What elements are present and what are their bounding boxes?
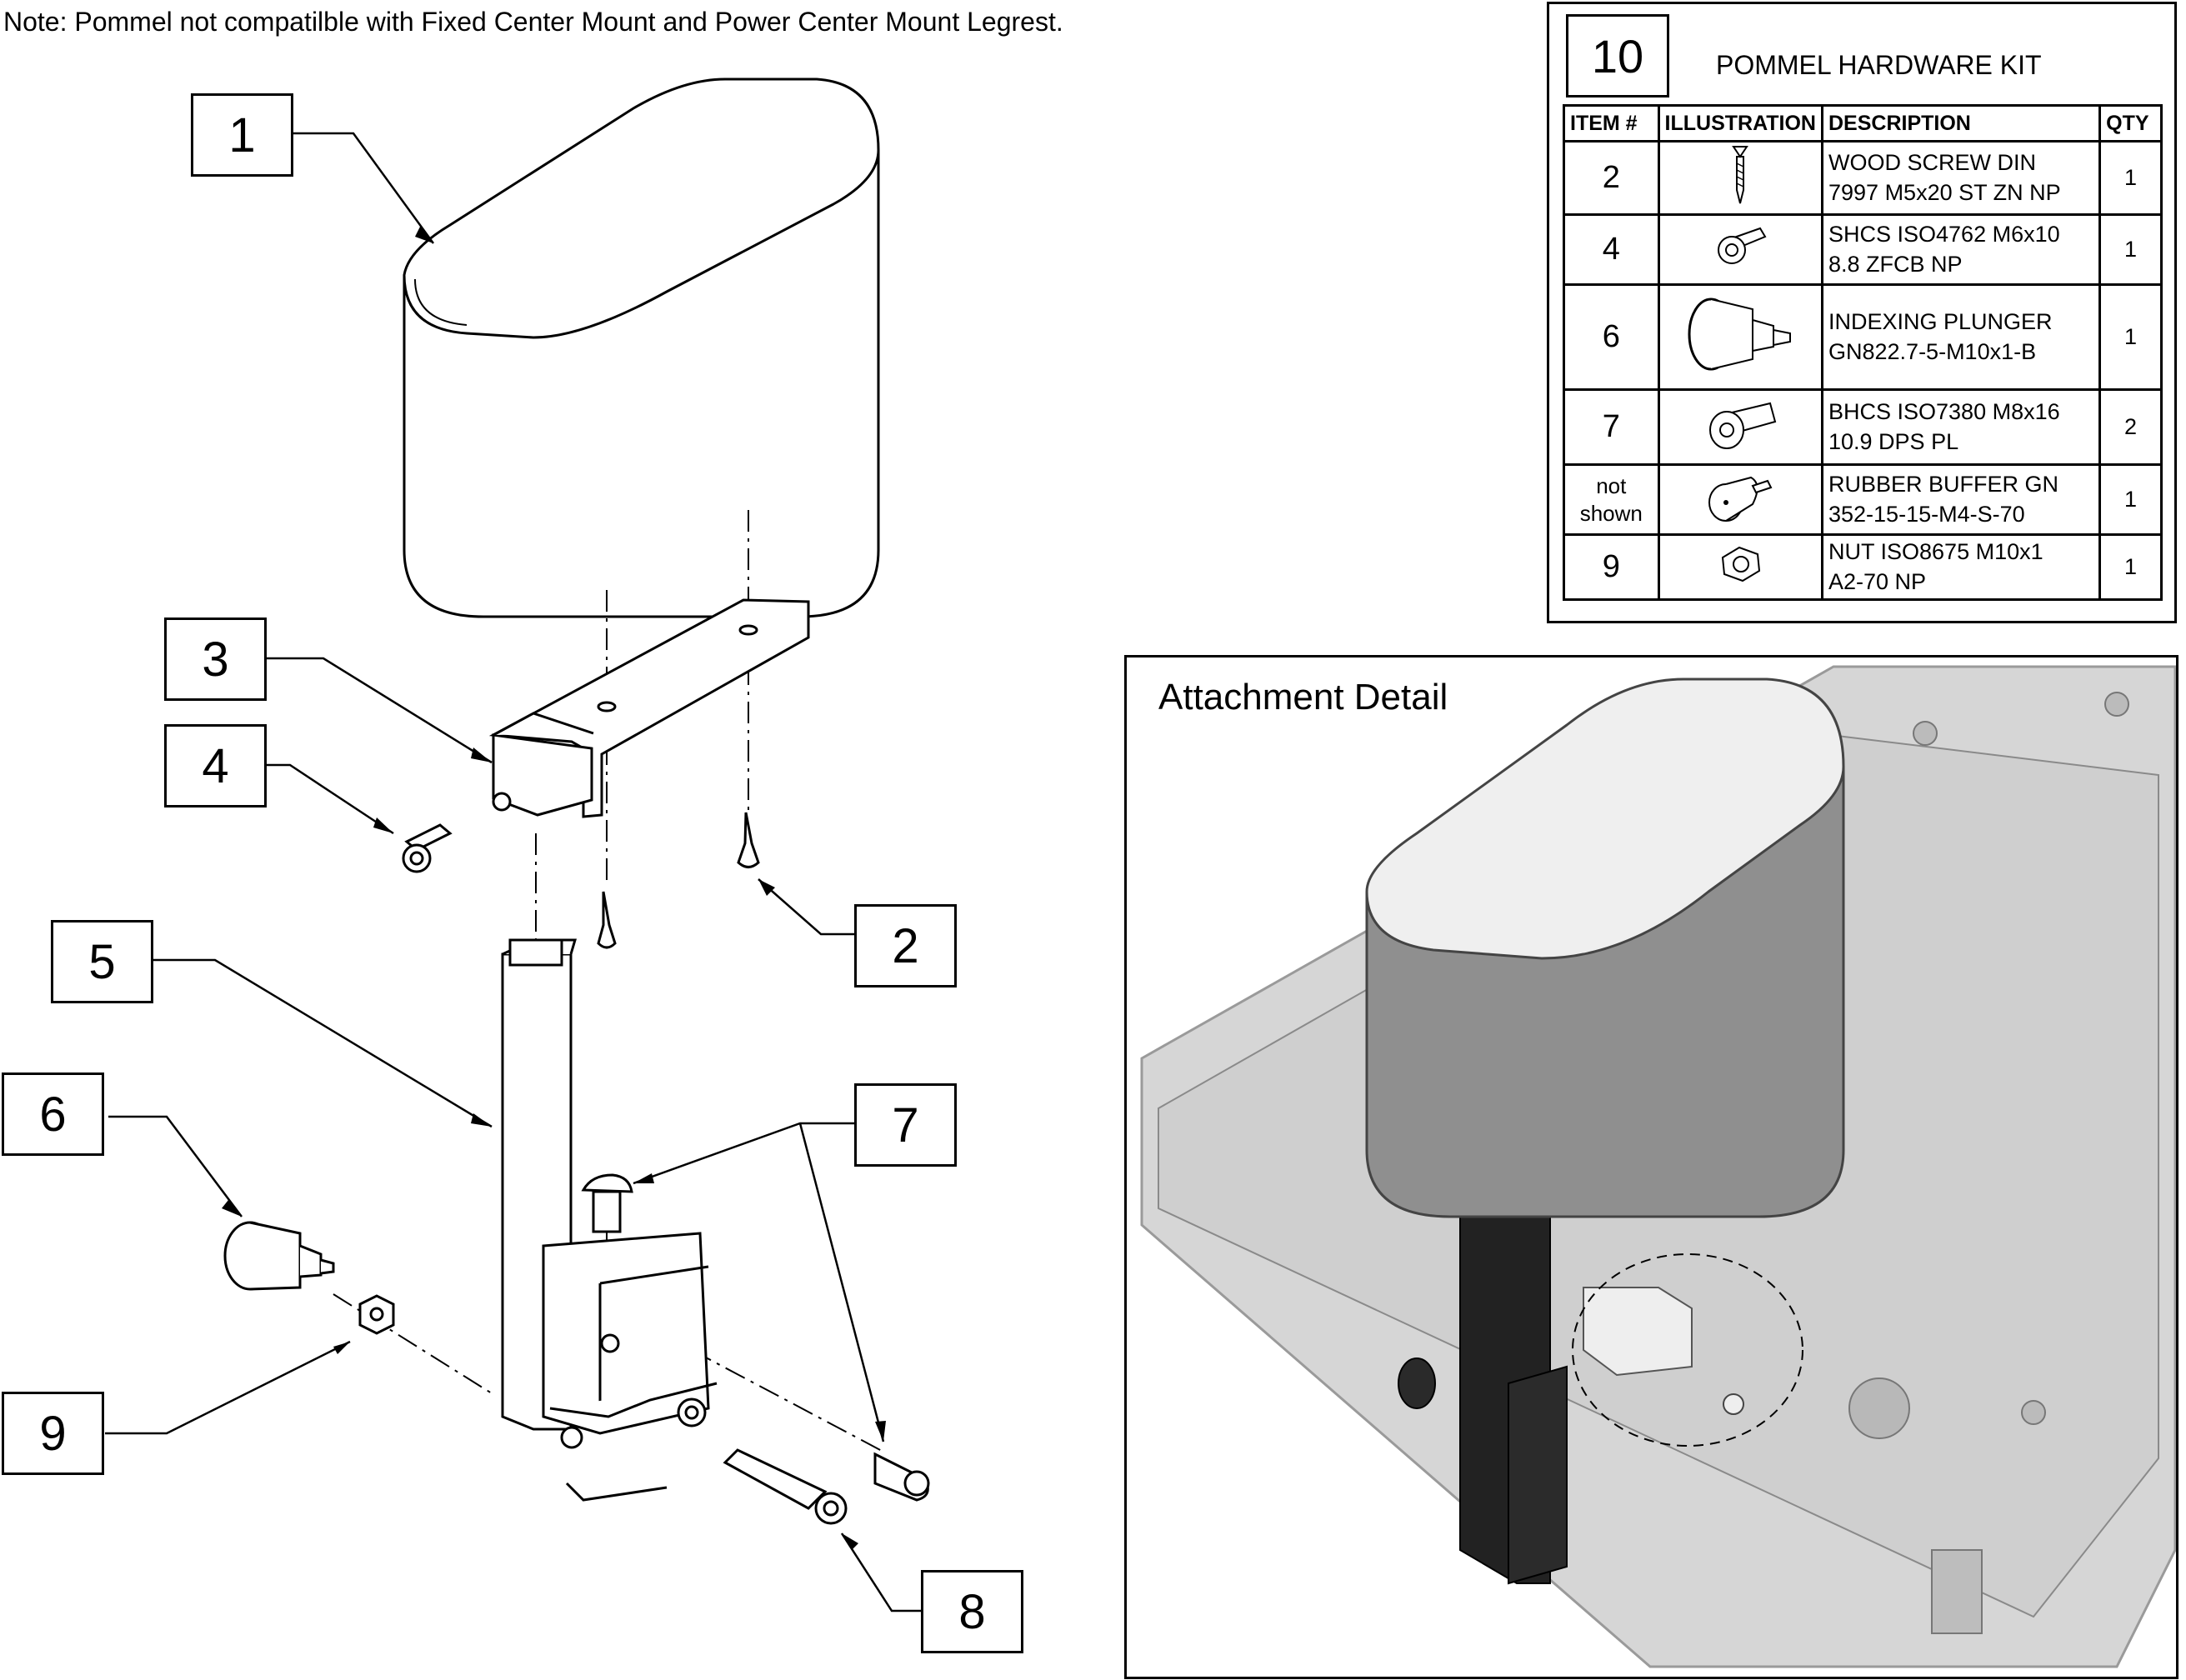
shcs-screw [402,823,453,873]
callout-5: 5 [51,920,153,1003]
callout-9: 9 [2,1392,104,1475]
attachment-detail-artwork [1140,665,2177,1668]
bhcs-icon [1657,388,1824,466]
callout-2: 2 [854,904,957,988]
header-item: ITEM # [1563,104,1660,142]
legrest-post [501,938,718,1502]
rubber-buffer-icon [1657,463,1824,536]
callout-7: 7 [854,1083,957,1167]
callout-6: 6 [2,1072,104,1156]
pommel-bracket [488,598,810,818]
hardware-kit-panel: 10 POMMEL HARDWARE KIT ITEM # ILLUSTRATI… [1547,2,2177,623]
hardware-kit-table: ITEM # ILLUSTRATION DESCRIPTION QTY 2 WO… [1563,104,2163,601]
callout-1: 1 [191,93,293,177]
callout-3: 3 [164,618,267,701]
qty-cell: 1 [2098,140,2163,216]
kit-table-header: ITEM # ILLUSTRATION DESCRIPTION QTY [1563,104,2163,142]
qty-cell: 2 [2098,388,2163,466]
nut-icon [1657,533,1824,601]
item-number: 4 [1563,213,1660,286]
kit-callout-number: 10 [1566,14,1669,98]
header-qty: QTY [2098,104,2163,142]
shcs-icon [1657,213,1824,286]
qty-cell: 1 [2098,533,2163,601]
attachment-detail-frame [1124,655,2178,1679]
indexing-plunger [223,1221,335,1291]
item-number: 6 [1563,283,1660,391]
kit-title: POMMEL HARDWARE KIT [1716,50,2042,80]
jam-nut [358,1294,395,1335]
qty-cell: 1 [2098,463,2163,536]
wood-screw-icon [1657,140,1824,216]
attachment-detail-title: Attachment Detail [1158,677,1448,718]
compatibility-note: Note: Pommel not compatilble with Fixed … [3,7,1063,37]
leader-arrowheads [222,225,886,1550]
header-description: DESCRIPTION [1820,104,2102,142]
leader-lines [105,132,921,1612]
item-number: 9 [1563,533,1660,601]
shcs-long-screw [723,1448,848,1525]
pommel-pad [403,78,880,618]
wood-screws [597,812,760,949]
header-illustration: ILLUSTRATION [1657,104,1824,142]
callout-4: 4 [164,724,267,808]
item-number: 2 [1563,140,1660,216]
bhcs-screws [581,1173,930,1502]
qty-cell: 1 [2098,213,2163,286]
item-number: 7 [1563,388,1660,466]
indexing-plunger-icon [1657,283,1824,391]
callout-8: 8 [921,1570,1023,1653]
qty-cell: 1 [2098,283,2163,391]
